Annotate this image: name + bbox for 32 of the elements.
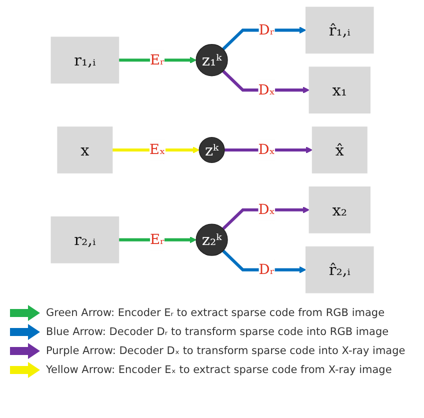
arrow: [222, 250, 306, 274]
node-box: [308, 186, 370, 234]
edge-label: Eᵣ: [150, 232, 165, 248]
edge-label: Eᵣ: [150, 52, 165, 68]
arrow: [222, 206, 310, 230]
node-circle: [198, 137, 224, 163]
edge-label: Dₓ: [258, 82, 275, 98]
legend-text: Green Arrow: Encoder Eᵣ to extract sparse code from RGB image: [46, 307, 385, 319]
node-circle: [195, 224, 228, 256]
legend-text: Blue Arrow: Decoder Dᵣ to transform sparse code into RGB image: [46, 326, 389, 338]
arrow: [118, 56, 196, 64]
edge-label: Dᵣ: [258, 262, 274, 278]
arrow: [222, 70, 310, 94]
node-box: [308, 66, 370, 114]
arrow: [112, 146, 200, 154]
node-circle: [195, 44, 228, 76]
legend-text: Purple Arrow: Decoder Dₓ to transform sparse code into X-ray image: [46, 345, 406, 357]
flow-diagram: Eᵣ Dᵣ Dₓ Eₓ Dₓ Eᵣ Dₓ Dᵣ r₁,ᵢ z₁ᵏ r̂₁,ᵢ x₁ x zᵏ x̂ r₂,ᵢ z₂ᵏ x₂ r̂₂,ᵢ: [44, 1, 380, 299]
node-box: [305, 6, 374, 54]
arrow: [118, 236, 196, 244]
node-box: [305, 246, 374, 294]
node-box: [312, 126, 368, 174]
legend-text: Yellow Arrow: Encoder Eₓ to extract sparse code from X-ray image: [46, 364, 392, 376]
node-box: [50, 216, 119, 264]
node-box: [50, 36, 119, 84]
edge-label: Eₓ: [149, 142, 166, 158]
edge-label: Dₓ: [258, 142, 275, 158]
edge-label: Dₓ: [258, 202, 275, 218]
arrow: [222, 26, 306, 50]
arrow: [224, 146, 312, 154]
node-box: [56, 126, 112, 174]
edge-label: Dᵣ: [258, 22, 274, 38]
